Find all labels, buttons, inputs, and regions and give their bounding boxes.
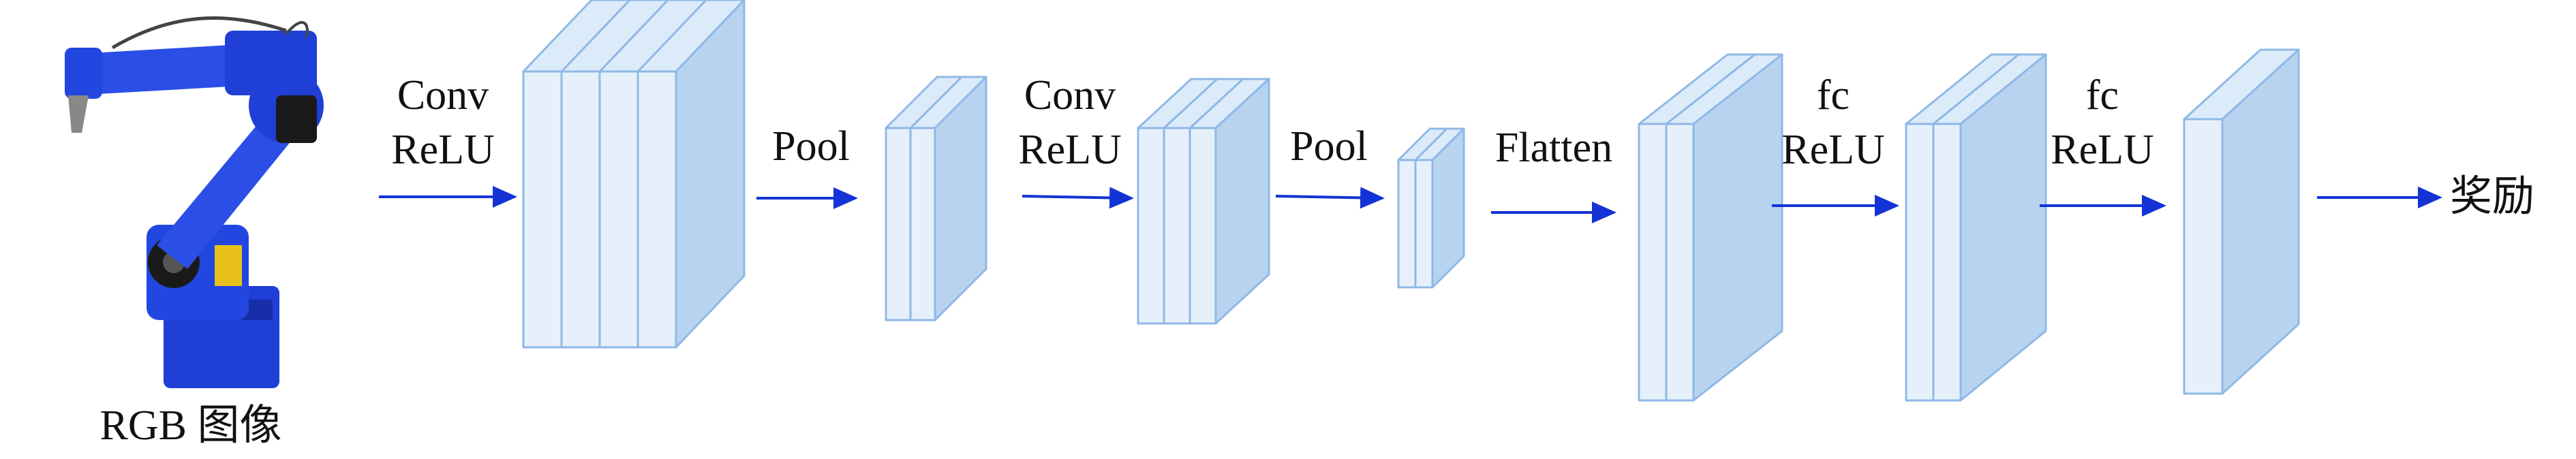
layer-stack-6: [1905, 53, 2047, 402]
stage-6-label-top: fc: [1816, 72, 1850, 118]
slab-front-face: [1905, 123, 1935, 402]
robot-arm-image: [65, 16, 324, 388]
layer-stack-7: [2183, 48, 2300, 395]
robot-elbow-motor: [276, 95, 317, 143]
slab-front-face: [598, 70, 639, 349]
robot-lower-arm: [157, 102, 303, 269]
flow-arrows: [379, 186, 2442, 223]
slab-front-face: [1397, 159, 1417, 289]
stage-3-label-bottom: ReLU: [1018, 127, 1122, 173]
slab-front-face: [560, 70, 601, 349]
robot-cable: [111, 16, 287, 50]
slab-front-face: [1163, 127, 1191, 325]
slab-front-face: [1665, 123, 1695, 402]
output-label: 奖励: [2450, 174, 2535, 220]
layer-stack-1: [522, 0, 746, 349]
layer-blocks: [522, 0, 2300, 402]
flow-arrow-4: [1275, 187, 1385, 209]
slab-front-face: [885, 127, 912, 321]
layer-stack-5: [1638, 53, 1783, 402]
slab-front-face: [2183, 118, 2224, 395]
stage-4-label: Pool: [1290, 123, 1368, 170]
stage-5-label: Flatten: [1494, 125, 1613, 171]
stage-1-label-top: Conv: [397, 72, 489, 118]
layer-stack-3: [1137, 78, 1270, 325]
robot-cable-2: [285, 20, 309, 38]
slab-front-face: [1414, 159, 1434, 289]
robot-shoulder-block: [225, 31, 317, 95]
flow-arrow-3: [1022, 187, 1134, 209]
slab-front-face: [1638, 123, 1668, 402]
robot-wrist: [65, 48, 102, 99]
layer-stack-4: [1397, 127, 1465, 289]
stage-3-label-top: Conv: [1024, 72, 1116, 118]
slab-front-face: [1137, 127, 1165, 325]
stage-2-label: Pool: [772, 123, 850, 170]
robot-tool: [68, 95, 89, 133]
stage-7-label-bottom: ReLU: [2051, 127, 2154, 173]
slab-front-face: [1932, 123, 1962, 402]
robot-yellow-part: [215, 245, 242, 286]
layer-stack-2: [885, 76, 987, 321]
slab-front-face: [1189, 127, 1217, 325]
slab-front-face: [637, 70, 677, 349]
stage-7-label-top: fc: [2085, 72, 2119, 118]
slab-front-face: [909, 127, 936, 321]
stage-1-label-bottom: ReLU: [391, 127, 495, 173]
slab-front-face: [522, 70, 563, 349]
input-caption: RGB 图像: [99, 402, 282, 449]
stage-6-label-bottom: ReLU: [1781, 127, 1885, 173]
